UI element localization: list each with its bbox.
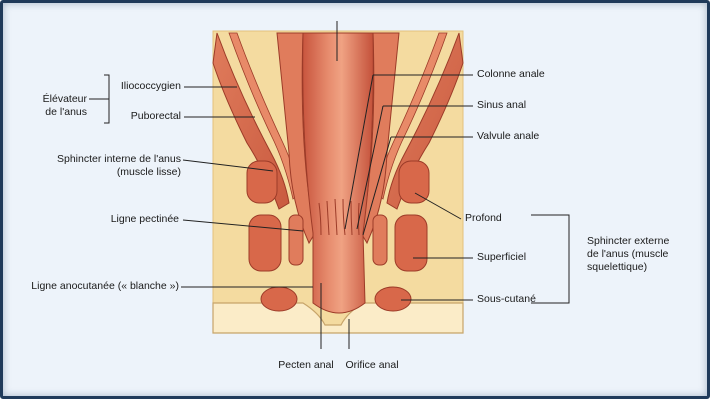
label-orifice-anal: Orifice anal	[337, 359, 407, 372]
label-puborectal: Puborectal	[103, 110, 181, 123]
rectal-lumen	[303, 33, 374, 313]
label-sous-cutane: Sous-cutané	[477, 293, 536, 306]
label-pecten-anal: Pecten anal	[271, 359, 341, 372]
label-elevateur-line1: Élévateur	[23, 93, 87, 106]
label-sinus-anal: Sinus anal	[477, 99, 526, 112]
label-sphincter-externe-line2: de l'anus (muscle	[587, 248, 669, 261]
label-sphincter-interne: Sphincter interne de l'anus (muscle liss…	[43, 153, 181, 179]
anal-canal-illustration	[3, 3, 710, 399]
label-superficiel: Superficiel	[477, 251, 526, 264]
label-ligne-pectinee: Ligne pectinée	[83, 213, 179, 226]
label-profond: Profond	[465, 212, 502, 225]
label-elevateur-line2: de l'anus	[23, 106, 87, 119]
label-colonne-anale: Colonne anale	[477, 68, 545, 81]
label-sphincter-externe-line3: squelettique)	[587, 261, 669, 274]
label-iliococcygien: Iliococcygien	[103, 80, 181, 93]
label-sphincter-externe: Sphincter externe de l'anus (muscle sque…	[587, 235, 669, 274]
label-sphincter-interne-line1: Sphincter interne de l'anus	[43, 153, 181, 166]
label-sphincter-externe-line1: Sphincter externe	[587, 235, 669, 248]
label-sphincter-interne-line2: (muscle lisse)	[43, 166, 181, 179]
label-ligne-anocutanee: Ligne anocutanée (« blanche »)	[17, 280, 179, 293]
label-valvule-anale: Valvule anale	[477, 130, 539, 143]
label-elevateur-anus: Élévateur de l'anus	[23, 93, 87, 119]
